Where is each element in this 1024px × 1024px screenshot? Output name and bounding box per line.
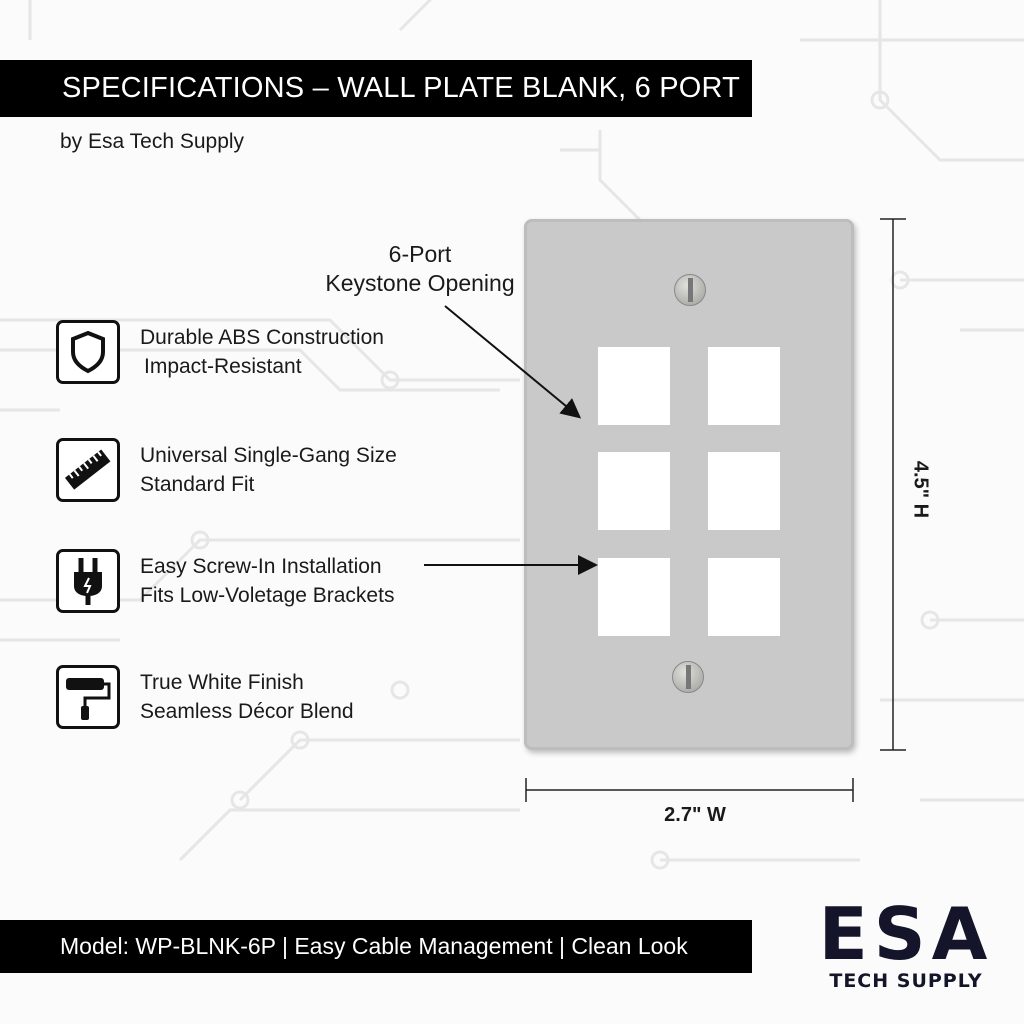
feature-line2: Standard Fit bbox=[140, 473, 255, 496]
wall-plate-image bbox=[524, 219, 854, 750]
feature-line2: Impact-Resistant bbox=[144, 355, 302, 378]
width-dimension: 2.7" W bbox=[664, 804, 726, 826]
height-dimension: 4.5" H bbox=[909, 460, 932, 519]
keystone-port bbox=[708, 558, 780, 636]
screw-icon bbox=[672, 661, 704, 693]
keystone-port bbox=[598, 347, 670, 425]
plug-icon bbox=[56, 549, 120, 613]
feature-line1: True White Finish bbox=[140, 671, 304, 694]
paint-roller-icon bbox=[56, 665, 120, 729]
logo-sub: TECH SUPPLY bbox=[829, 970, 983, 992]
screw-icon bbox=[674, 274, 706, 306]
feature-line1: Easy Screw-In Installation bbox=[140, 555, 382, 578]
keystone-port bbox=[598, 452, 670, 530]
feature-line1: Durable ABS Construction bbox=[140, 326, 384, 349]
logo-main: ESA bbox=[818, 892, 994, 976]
ruler-icon bbox=[56, 438, 120, 502]
feature-line2: Seamless Décor Blend bbox=[140, 700, 354, 723]
shield-icon bbox=[56, 320, 120, 384]
footer-banner: Model: WP-BLNK-6P | Easy Cable Managemen… bbox=[0, 920, 752, 973]
page-title: SPECIFICATIONS – WALL PLATE BLANK, 6 POR… bbox=[0, 60, 752, 117]
callout-line2: Keystone Opening bbox=[325, 270, 515, 296]
keystone-port bbox=[708, 452, 780, 530]
byline: by Esa Tech Supply bbox=[60, 130, 245, 153]
keystone-port bbox=[598, 558, 670, 636]
callout-line1: 6-Port bbox=[388, 241, 452, 267]
keystone-port bbox=[708, 347, 780, 425]
feature-line1: Universal Single-Gang Size bbox=[140, 444, 397, 467]
feature-line2: Fits Low-Voletage Brackets bbox=[140, 584, 395, 607]
brand-logo: ESA TECH SUPPLY bbox=[806, 898, 1006, 992]
